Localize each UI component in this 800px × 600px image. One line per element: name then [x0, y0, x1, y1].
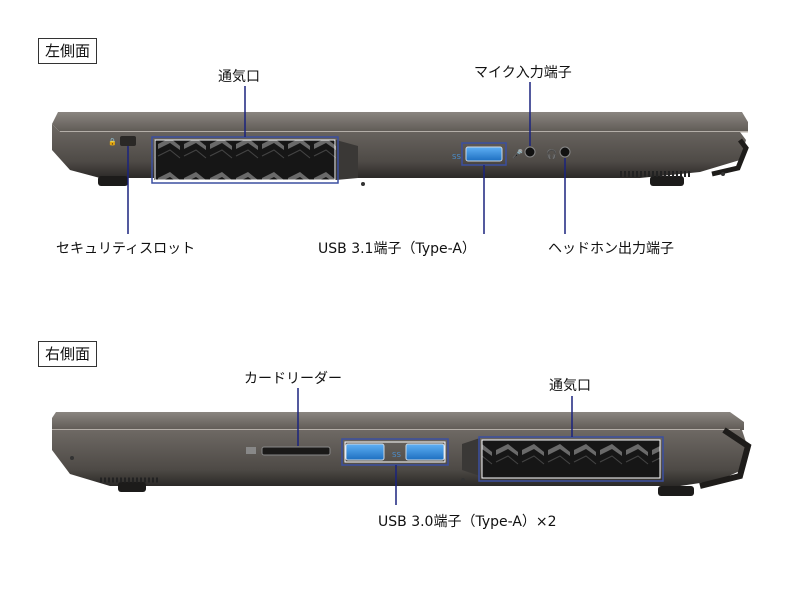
- right-lid: [52, 412, 744, 430]
- headphone-jack-label: ヘッドホン出力端子: [548, 241, 674, 257]
- card-reader-label: カードリーダー: [244, 371, 342, 387]
- card-reader-slot: [261, 446, 331, 456]
- svg-text:SS: SS: [392, 451, 401, 459]
- left-side-laptop: 🔒 SS 🎤 🎧: [52, 112, 749, 186]
- mic-icon: 🎤: [512, 148, 523, 160]
- left-callouts: [127, 82, 566, 234]
- left-usb-label: USB 3.1端子（Type-A）: [318, 241, 476, 257]
- security-slot-label: セキュリティスロット: [56, 241, 196, 257]
- right-usb-label: USB 3.0端子（Type-A）×2: [378, 514, 557, 530]
- left-front-foot: [98, 176, 128, 186]
- left-vent: [154, 140, 336, 180]
- right-callouts: [297, 388, 664, 505]
- lock-icon: 🔒: [108, 138, 117, 146]
- right-front-foot: [118, 482, 146, 492]
- left-side-title: 左側面: [38, 38, 98, 64]
- left-vent-label: 通気口: [218, 69, 260, 85]
- security-slot: [120, 136, 136, 146]
- headphone-icon: 🎧: [546, 148, 557, 160]
- left-usb-port: [465, 146, 503, 162]
- left-rear-foot: [650, 176, 684, 186]
- right-vent-label: 通気口: [549, 378, 591, 394]
- right-usb-port-2: [405, 443, 445, 461]
- right-side-title: 右側面: [38, 341, 98, 367]
- right-vent: [482, 440, 660, 478]
- right-usb-port-1: [345, 443, 385, 461]
- svg-text:SS: SS: [452, 153, 461, 161]
- right-rear-foot: [658, 486, 694, 496]
- right-side-laptop: SS: [52, 412, 752, 496]
- left-lid: [52, 112, 748, 132]
- mic-jack-label: マイク入力端子: [474, 65, 572, 81]
- mic-jack: [524, 146, 536, 158]
- sd-card-icon: [246, 447, 256, 454]
- headphone-jack: [559, 146, 571, 158]
